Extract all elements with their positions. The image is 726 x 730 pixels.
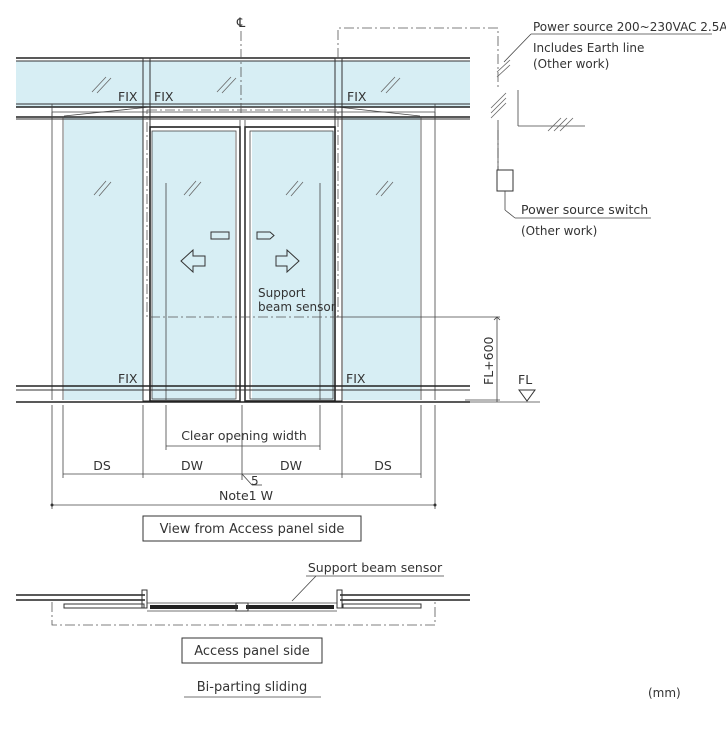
view-caption: View from Access panel side	[160, 522, 345, 537]
view-caption-box	[142, 515, 362, 542]
handle-right	[256, 231, 275, 240]
sensor-label-line2: beam sensor	[258, 300, 336, 314]
mullion-left	[142, 57, 151, 402]
power-supply-wiring: Power source 200~230VAC 2.5A Includes Ea…	[337, 20, 726, 238]
ds-right-label: DS	[374, 458, 392, 473]
clear-opening-label: Clear opening width	[181, 428, 307, 443]
access-side-box	[181, 637, 323, 664]
plan-door-left	[150, 605, 238, 609]
plan-view: Support beam sensor	[16, 560, 470, 626]
power-switch-label: Power source switch	[521, 202, 648, 217]
height-label: FL+600	[481, 336, 496, 385]
other-work-label-1: (Other work)	[533, 57, 609, 71]
other-work-label-2: (Other work)	[521, 224, 597, 238]
elevation-view: ℄ FIX FIX FIX FIX FIX Support beam senso…	[16, 16, 540, 480]
ds-left-label: DS	[93, 458, 111, 473]
door-glass-right	[252, 131, 334, 400]
floor-label: FL	[518, 372, 532, 387]
sensor-label-line1: Support	[258, 286, 306, 300]
fix-label-top-center: FIX	[154, 89, 174, 104]
transom-glass	[16, 61, 470, 107]
power-switch-box	[496, 169, 514, 192]
fix-label-top-left: FIX	[118, 89, 138, 104]
fix-glass-left	[64, 117, 143, 400]
access-side-label: Access panel side	[194, 644, 309, 659]
sensor-area-outline	[146, 109, 339, 318]
plan-door-right	[246, 605, 334, 609]
gap-label: 5	[251, 474, 259, 488]
glass-hatch-marks	[91, 76, 401, 197]
arrow-right-icon	[275, 248, 300, 274]
arrow-left-icon	[180, 248, 206, 274]
dw-right-label: DW	[280, 458, 302, 473]
earth-line-label: Includes Earth line	[533, 41, 644, 55]
fix-glass-right	[343, 117, 420, 400]
dw-left-label: DW	[181, 458, 203, 473]
handle-left	[210, 231, 230, 240]
centerline-symbol: ℄	[236, 16, 246, 31]
unit-label: (mm)	[648, 686, 681, 700]
dimension-lines: Clear opening width DS DW DW DS 5 Note1 …	[50, 405, 437, 509]
fix-label-bottom-right: FIX	[346, 371, 366, 386]
floor-level-triangle	[518, 389, 536, 402]
mullion-right	[334, 57, 343, 402]
fix-label-top-right: FIX	[347, 89, 367, 104]
fix-label-bottom-left: FIX	[118, 371, 138, 386]
plan-sensor-label: Support beam sensor	[308, 560, 443, 575]
power-source-label: Power source 200~230VAC 2.5A	[533, 20, 726, 34]
door-type-caption: Bi-parting sliding	[197, 680, 307, 695]
overall-width-label: Note1 W	[219, 488, 273, 503]
